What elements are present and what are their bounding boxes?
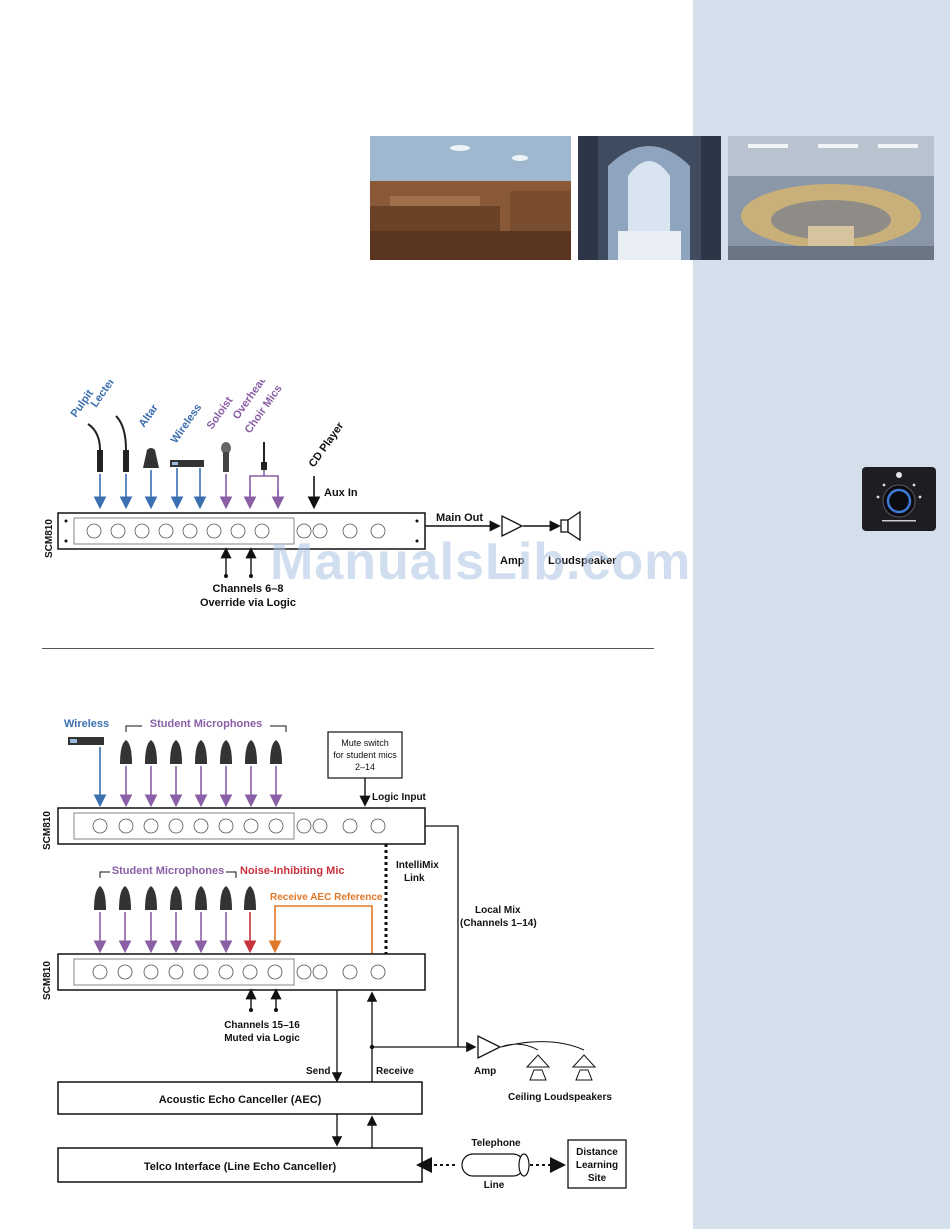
label-noise-mic: Noise-Inhibiting Mic xyxy=(240,865,345,877)
label-line: Line xyxy=(484,1180,505,1191)
aec-box-label: Acoustic Echo Canceller (AEC) xyxy=(159,1094,322,1106)
intellimix-line1: IntelliMix xyxy=(396,860,439,871)
distance-learning-site-box xyxy=(567,1139,627,1189)
label-telephone: Telephone xyxy=(471,1138,521,1149)
mixer-unit-2a xyxy=(57,807,426,845)
telco-box xyxy=(57,1147,423,1183)
label-cd-player: CD Player xyxy=(307,420,347,470)
gain-knob-image xyxy=(862,467,936,531)
label-receive: Receive xyxy=(376,1066,414,1077)
local-mix-line2: (Channels 1–14) xyxy=(460,918,537,929)
channels-note-line2: Muted via Logic xyxy=(224,1033,300,1044)
mixer-label-2b: SCM810 xyxy=(42,961,53,1000)
channels-note-line1: Channels 15–16 xyxy=(224,1020,300,1031)
mixer-label-1: SCM810 xyxy=(44,519,55,558)
label-student-mics-top: Student Microphones xyxy=(150,718,262,730)
aec-box xyxy=(57,1081,423,1115)
label-amp-1: Amp xyxy=(500,555,525,567)
label-send: Send xyxy=(306,1066,330,1077)
label-lectern: Lectern xyxy=(89,380,122,410)
label-logic-input: Logic Input xyxy=(372,792,427,803)
mixer-unit-1 xyxy=(57,512,426,550)
label-loudspeaker: Loudspeaker xyxy=(548,555,617,567)
label-amp-2: Amp xyxy=(474,1066,496,1077)
label-main-out: Main Out xyxy=(436,512,483,524)
logic-note-line2: Override via Logic xyxy=(200,597,296,609)
mute-switch-box xyxy=(327,731,403,779)
label-altar: Altar xyxy=(137,402,162,430)
section-divider xyxy=(42,648,654,649)
distance-learning-diagram: Wireless Student Microphones Mute switch… xyxy=(42,718,627,1191)
site-line1: Distance xyxy=(576,1147,618,1158)
site-line3: Site xyxy=(588,1173,607,1184)
courtroom-photo xyxy=(370,136,571,260)
intellimix-line2: Link xyxy=(404,873,425,884)
mute-switch-line2: for student mics xyxy=(333,750,397,760)
telco-box-label: Telco Interface (Line Echo Canceller) xyxy=(144,1161,337,1173)
label-aec-reference: Receive AEC Reference xyxy=(270,892,383,903)
council-chamber-photo xyxy=(728,136,934,260)
label-wireless-2: Wireless xyxy=(64,718,109,730)
mixer-label-2a: SCM810 xyxy=(42,811,53,850)
mute-switch-line1: Mute switch xyxy=(341,738,389,748)
logic-note-line1: Channels 6–8 xyxy=(213,583,284,595)
site-line2: Learning xyxy=(576,1160,618,1171)
label-ceiling-loudspeakers: Ceiling Loudspeakers xyxy=(508,1092,612,1103)
church-photo xyxy=(578,136,721,260)
worship-system-diagram: Pulpit Lectern Altar Wireless Soloist Ov… xyxy=(44,380,617,609)
local-mix-line1: Local Mix xyxy=(475,905,521,916)
watermark-text: ManualsLib.com xyxy=(270,533,692,591)
mute-switch-line3: 2–14 xyxy=(355,762,375,772)
label-student-mics-bottom: Student Microphones xyxy=(112,865,224,877)
label-aux-in: Aux In xyxy=(324,487,358,499)
mixer-unit-2b xyxy=(57,953,426,991)
label-wireless: Wireless xyxy=(169,402,205,446)
